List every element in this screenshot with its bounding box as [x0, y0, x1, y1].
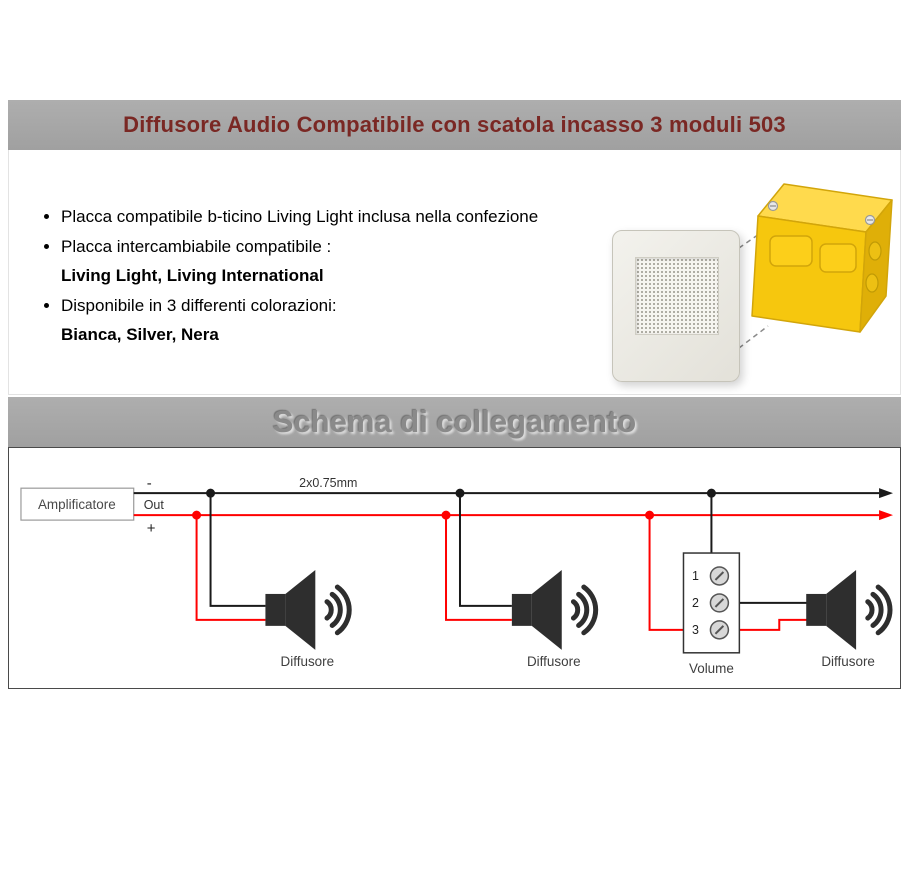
features-list: Placca compatibile b-ticino Living Light…	[23, 202, 623, 350]
wiring-diagram: Amplificatore - Out + 2x0.75mm	[20, 475, 894, 676]
feature-item: Disponibile in 3 differenti colorazioni:…	[61, 291, 623, 350]
junction-box-icon	[751, 183, 893, 333]
feature-text: Placca intercambiabile compatibile :	[61, 236, 332, 256]
terminal-number: 3	[692, 623, 699, 637]
negative-drop-wire	[209, 493, 266, 607]
junction-dot	[645, 510, 655, 520]
amplifier-label: Amplificatore	[38, 497, 116, 512]
junction-dot	[192, 510, 202, 520]
terminal-screw	[709, 593, 730, 613]
speaker-grille	[635, 257, 719, 335]
speaker-icon	[265, 570, 349, 650]
feature-item: Placca compatibile b-ticino Living Light…	[61, 202, 623, 232]
negative-drop-wire	[458, 493, 512, 607]
minus-label: -	[147, 475, 152, 492]
terminal-number: 1	[692, 569, 699, 583]
schema-title: Schema di collegamento	[272, 404, 637, 439]
feature-bold-text: Bianca, Silver, Nera	[61, 325, 219, 344]
schema-box: Amplificatore - Out + 2x0.75mm	[8, 447, 901, 689]
out-label: Out	[144, 498, 165, 512]
product-image	[608, 156, 896, 392]
terminal-screw	[709, 620, 730, 640]
speaker-label: Diffusore	[527, 654, 581, 669]
junction-dot	[441, 510, 451, 520]
speaker-label: Diffusore	[281, 654, 335, 669]
feature-text: Placca compatibile b-ticino Living Light…	[61, 207, 539, 226]
plus-label: +	[147, 520, 156, 537]
speaker-icon	[806, 570, 890, 650]
positive-drop-wire	[195, 515, 266, 621]
junction-dot	[706, 488, 716, 498]
volume-to-speaker-wire	[739, 618, 808, 631]
info-section: Placca compatibile b-ticino Living Light…	[8, 150, 901, 395]
volume-label: Volume	[689, 661, 734, 676]
feature-text: Disponibile in 3 differenti colorazioni:	[61, 295, 337, 315]
negative-wire-arrow	[879, 488, 894, 499]
junction-dot	[455, 488, 465, 498]
positive-drop-wire	[648, 515, 684, 631]
header-bar: Diffusore Audio Compatibile con scatola …	[8, 100, 901, 150]
speaker-icon	[512, 570, 596, 650]
speaker-plate-illustration	[612, 230, 740, 382]
page-title: Diffusore Audio Compatibile con scatola …	[123, 112, 786, 137]
cable-size-label: 2x0.75mm	[299, 476, 357, 490]
junction-dot	[206, 488, 216, 498]
mounting-guide-lines	[738, 217, 783, 349]
speaker-label: Diffusore	[821, 654, 875, 669]
schema-header-bar: Schema di collegamento	[8, 397, 901, 447]
feature-bold-text: Living Light, Living International	[61, 266, 324, 285]
positive-wire-arrow	[879, 510, 894, 521]
positive-drop-wire	[445, 515, 512, 621]
flush-mount-box-illustration	[738, 183, 893, 349]
feature-item: Placca intercambiabile compatibile : Liv…	[61, 232, 623, 291]
amplifier-box	[20, 487, 135, 521]
terminal-number: 2	[692, 596, 699, 610]
terminal-screw	[709, 566, 730, 586]
